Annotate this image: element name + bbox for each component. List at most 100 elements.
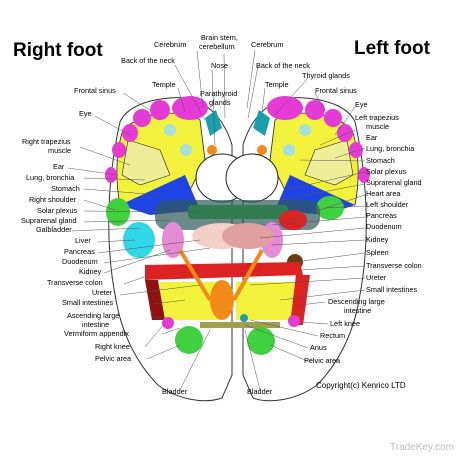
label-small-int-r: Small intestines (62, 298, 113, 307)
label-stomach-r: Stomach (51, 184, 80, 193)
bladder-orange (210, 280, 234, 320)
label-nose: Nose (211, 61, 228, 70)
label-kidney-r: Kidney (79, 267, 102, 276)
label-trap-l-2: muscle (366, 122, 389, 131)
label-transverse-r: Transverse colon (47, 278, 103, 287)
liver-area (123, 222, 155, 258)
label-eye-l: Eye (355, 100, 368, 109)
label-pelvic-r: Pelvic area (95, 354, 132, 363)
right-toe-3 (133, 109, 151, 127)
left-big-toe-tip (267, 96, 303, 120)
right-ear-area (121, 139, 171, 186)
label-desc-2: intestine (344, 306, 371, 315)
rectum-area (200, 322, 280, 328)
label-pelvic-l: Pelvic area (304, 356, 341, 365)
label-temple-r: Temple (152, 80, 176, 89)
left-knee (288, 315, 300, 327)
right-nose-dot (207, 145, 217, 155)
left-toe-3 (324, 109, 342, 127)
label-pancreas-r: Pancreas (64, 247, 95, 256)
right-brain-area (205, 110, 222, 136)
right-toe-5 (112, 142, 126, 158)
label-lung-l: Lung, bronchia (366, 144, 415, 153)
label-duodenum-r: Duodenum (62, 257, 98, 266)
label-group: Cerebrum Brain stem, cerebellum Cerebrum… (21, 33, 422, 396)
left-nose-dot (257, 145, 267, 155)
label-vermiform: Vermiform appendix (64, 329, 129, 338)
left-small-int (236, 282, 296, 320)
title-left-foot: Left foot (354, 38, 430, 59)
label-stomach-l: Stomach (366, 156, 395, 165)
descending-colon (290, 275, 310, 325)
label-spleen: Spleen (366, 248, 389, 257)
right-eye-dot (164, 124, 176, 136)
label-bladder-r: Bladder (162, 387, 188, 396)
label-brain-stem-2: cerebellum (199, 42, 235, 51)
heart-area (279, 210, 307, 230)
label-solar-r: Solar plexus (37, 206, 78, 215)
label-rectum: Rectum (320, 331, 345, 340)
label-liver: Liver (75, 236, 91, 245)
label-desc-1: Descending large (328, 297, 385, 306)
copyright-text: Copyright(c) Kenrico LTD (316, 381, 406, 390)
label-right-shoulder: Right shoulder (29, 195, 77, 204)
left-pelvic (247, 327, 275, 355)
stomach-band (155, 200, 320, 230)
ascending-colon (145, 280, 165, 320)
label-parathyroid-1: Parathyroid (200, 89, 237, 98)
right-kidney (162, 222, 184, 258)
transverse-colon (145, 262, 303, 280)
right-toe-2 (150, 100, 170, 120)
label-galbladder: Galbladder (36, 225, 72, 234)
label-thyroid: Thyroid glands (302, 71, 350, 80)
title-right-foot: Right foot (13, 40, 103, 61)
watermark-text: TradeKey.com (390, 442, 454, 453)
right-knee (162, 317, 174, 329)
left-brain-area (253, 110, 270, 136)
left-toe-4 (337, 124, 353, 142)
label-duodenum-l: Duodenum (366, 222, 402, 231)
label-kidney-l: Kidney (366, 235, 389, 244)
label-back-neck-l: Back of the neck (256, 61, 310, 70)
label-lung-r: Lung, bronchia (26, 173, 75, 182)
label-cerebrum-l: Cerebrum (251, 40, 283, 49)
label-bladder-l: Bladder (247, 387, 273, 396)
label-brain-stem-1: Brain stem, (201, 33, 238, 42)
ureter-line-r (178, 248, 212, 302)
label-anus: Anus (310, 343, 327, 352)
label-ear-r: Ear (53, 162, 65, 171)
label-back-neck-r: Back of the neck (121, 56, 175, 65)
label-frontal-l: Frontal sinus (315, 86, 357, 95)
label-trap-r-1: Right trapezius (22, 137, 71, 146)
ureter-line-l (232, 249, 264, 301)
right-big-toe-tip (172, 96, 208, 120)
rectum-dot (240, 314, 248, 322)
label-heart: Heart area (366, 189, 401, 198)
label-supra-r: Suprarenal gland (21, 216, 77, 225)
label-trap-l-1: Left trapezius (355, 113, 399, 122)
pancreas-area-2 (222, 223, 274, 249)
label-left-shoulder: Left shoulder (366, 200, 409, 209)
label-supra-l: Suprarenal gland (366, 178, 422, 187)
label-ureter-l: Ureter (366, 273, 387, 282)
label-transverse-l: Transverse colon (366, 261, 422, 270)
leader-lines (67, 49, 366, 391)
label-parathyroid-2: glands (209, 98, 231, 107)
label-right-knee: Right knee (95, 342, 130, 351)
label-ureter-r: Ureter (92, 288, 113, 297)
left-toe-6 (358, 167, 370, 183)
label-asc-2: intestine (82, 320, 109, 329)
right-shoulder-green (106, 198, 130, 226)
right-small-int (160, 282, 220, 320)
label-solar-l: Solar plexus (366, 167, 407, 176)
left-eye-dot-2 (283, 144, 295, 156)
right-eye-dot-2 (180, 144, 192, 156)
label-left-knee: Left knee (330, 319, 360, 328)
right-pelvic (175, 326, 203, 354)
label-cerebrum-r: Cerebrum (154, 40, 186, 49)
label-asc-1: Ascending large (67, 311, 119, 320)
label-eye-r: Eye (79, 109, 92, 118)
label-temple-l: Temple (265, 80, 289, 89)
label-frontal-r: Frontal sinus (74, 86, 116, 95)
